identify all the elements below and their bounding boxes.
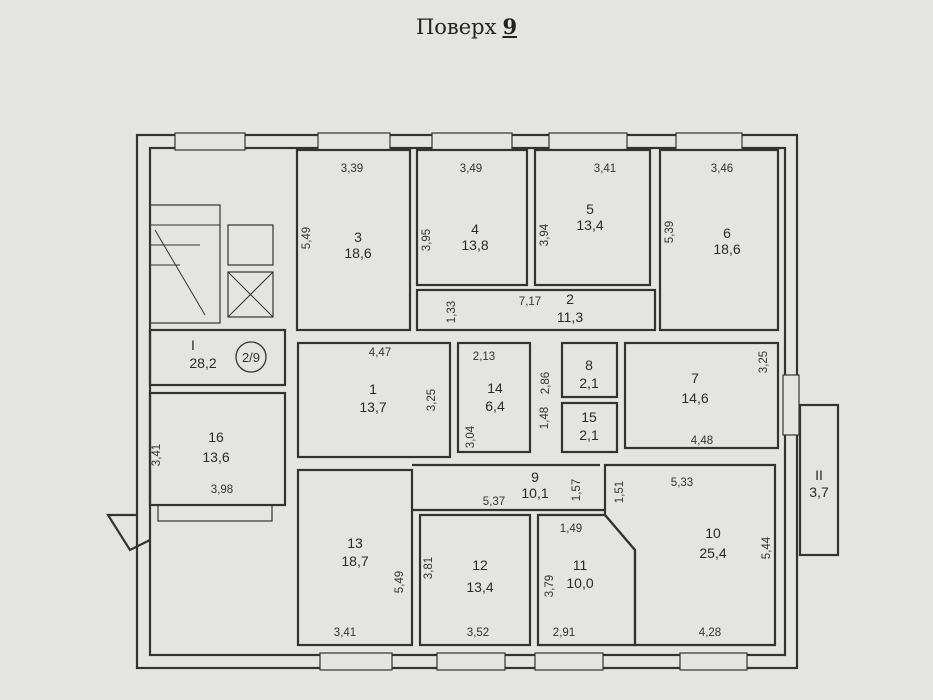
dim: 3,95	[421, 229, 433, 251]
dim: 2,91	[553, 627, 575, 639]
dim: 3,25	[758, 351, 770, 373]
room-14-area: 6,4	[485, 398, 505, 414]
staircase	[149, 204, 274, 324]
room-13	[296, 468, 414, 647]
section-marker: 2/9	[242, 350, 260, 365]
dim: 1,51	[614, 481, 626, 503]
dim: 3,49	[460, 163, 482, 175]
room-4-area: 13,8	[461, 237, 488, 253]
room-16	[148, 391, 287, 507]
dim: 3,41	[334, 627, 356, 639]
room-6-number: 6	[723, 225, 731, 241]
room-2	[415, 288, 657, 332]
room-3-area: 18,6	[344, 245, 371, 261]
dim: 3,52	[467, 627, 489, 639]
dim: 3,39	[341, 163, 363, 175]
dim: 2,13	[473, 351, 495, 363]
dim: 5,49	[394, 571, 406, 593]
room-8-number: 8	[585, 357, 593, 373]
room-I	[148, 328, 287, 387]
room-2-area: 11,3	[557, 309, 583, 325]
dim: 5,39	[664, 221, 676, 243]
room-14-number: 14	[487, 380, 503, 396]
room-1	[296, 341, 452, 459]
balcony-II	[798, 403, 840, 557]
room-9-number: 9	[531, 469, 539, 485]
room-II-area: 3,7	[809, 484, 829, 500]
room-6-area: 18,6	[713, 241, 740, 257]
section-marker-circle	[235, 341, 267, 373]
dim: 2,86	[540, 372, 552, 394]
floor-number: 9	[502, 14, 518, 39]
dim: 1,49	[560, 523, 582, 535]
room-12-number: 12	[472, 557, 488, 573]
room-8	[560, 341, 619, 399]
room-3-number: 3	[354, 229, 362, 245]
room-7-number: 7	[691, 370, 699, 386]
floor-label: Поверх	[415, 15, 497, 39]
room-15-area: 2,1	[579, 427, 599, 443]
dim: 5,49	[301, 227, 313, 249]
room-10-area: 25,4	[699, 545, 726, 561]
room-12	[418, 513, 532, 647]
dim: 3,41	[594, 163, 616, 175]
windows	[157, 132, 800, 671]
room-7-area: 14,6	[681, 390, 708, 406]
room-4-number: 4	[471, 221, 479, 237]
room-II-number: II	[815, 467, 823, 483]
dim: 5,44	[761, 536, 773, 559]
dim: 7,17	[519, 296, 541, 308]
room-1-area: 13,7	[359, 399, 386, 415]
room-11-number: 11	[573, 557, 588, 573]
room-3	[295, 148, 412, 332]
dim: 3,46	[711, 163, 733, 175]
room-1-number: 1	[369, 381, 377, 397]
room-6	[658, 148, 780, 332]
room-13-number: 13	[347, 535, 363, 551]
wall-stub	[106, 513, 151, 552]
room-I-number: I	[191, 337, 195, 353]
dim: 3,41	[151, 444, 163, 466]
dim: 3,04	[465, 425, 477, 448]
room-15	[560, 401, 619, 454]
dim: 3,79	[544, 575, 556, 597]
room-13-area: 18,7	[341, 553, 368, 569]
room-5	[533, 148, 652, 287]
room-10-number: 10	[705, 525, 721, 541]
room-5-area: 13,4	[576, 217, 603, 233]
dim: 3,94	[539, 223, 551, 246]
room-9	[412, 463, 605, 512]
dim: 4,47	[369, 347, 391, 359]
room-2-number: 2	[566, 291, 574, 307]
room-9-area: 10,1	[521, 485, 548, 501]
dim: 5,37	[483, 496, 505, 508]
dim: 1,48	[539, 407, 551, 429]
room-11-area: 10,0	[566, 575, 593, 591]
dim: 4,28	[699, 627, 721, 639]
room-4	[415, 148, 529, 287]
room-I-area: 28,2	[189, 355, 216, 371]
room-16-area: 13,6	[202, 449, 229, 465]
room-10	[603, 463, 777, 647]
dim: 3,81	[423, 557, 435, 579]
dim: 4,48	[691, 435, 713, 447]
room-7	[623, 341, 780, 450]
dim: 1,33	[446, 301, 458, 323]
room-14	[456, 341, 532, 454]
dim: 1,57	[571, 479, 583, 501]
room-8-area: 2,1	[579, 375, 599, 391]
room-12-area: 13,4	[466, 579, 493, 595]
room-16-number: 16	[208, 429, 224, 445]
dim: 3,98	[211, 484, 233, 496]
room-5-number: 5	[586, 201, 594, 217]
dim: 5,33	[671, 477, 693, 489]
dim: 3,25	[426, 389, 438, 411]
room-15-number: 15	[581, 409, 597, 425]
